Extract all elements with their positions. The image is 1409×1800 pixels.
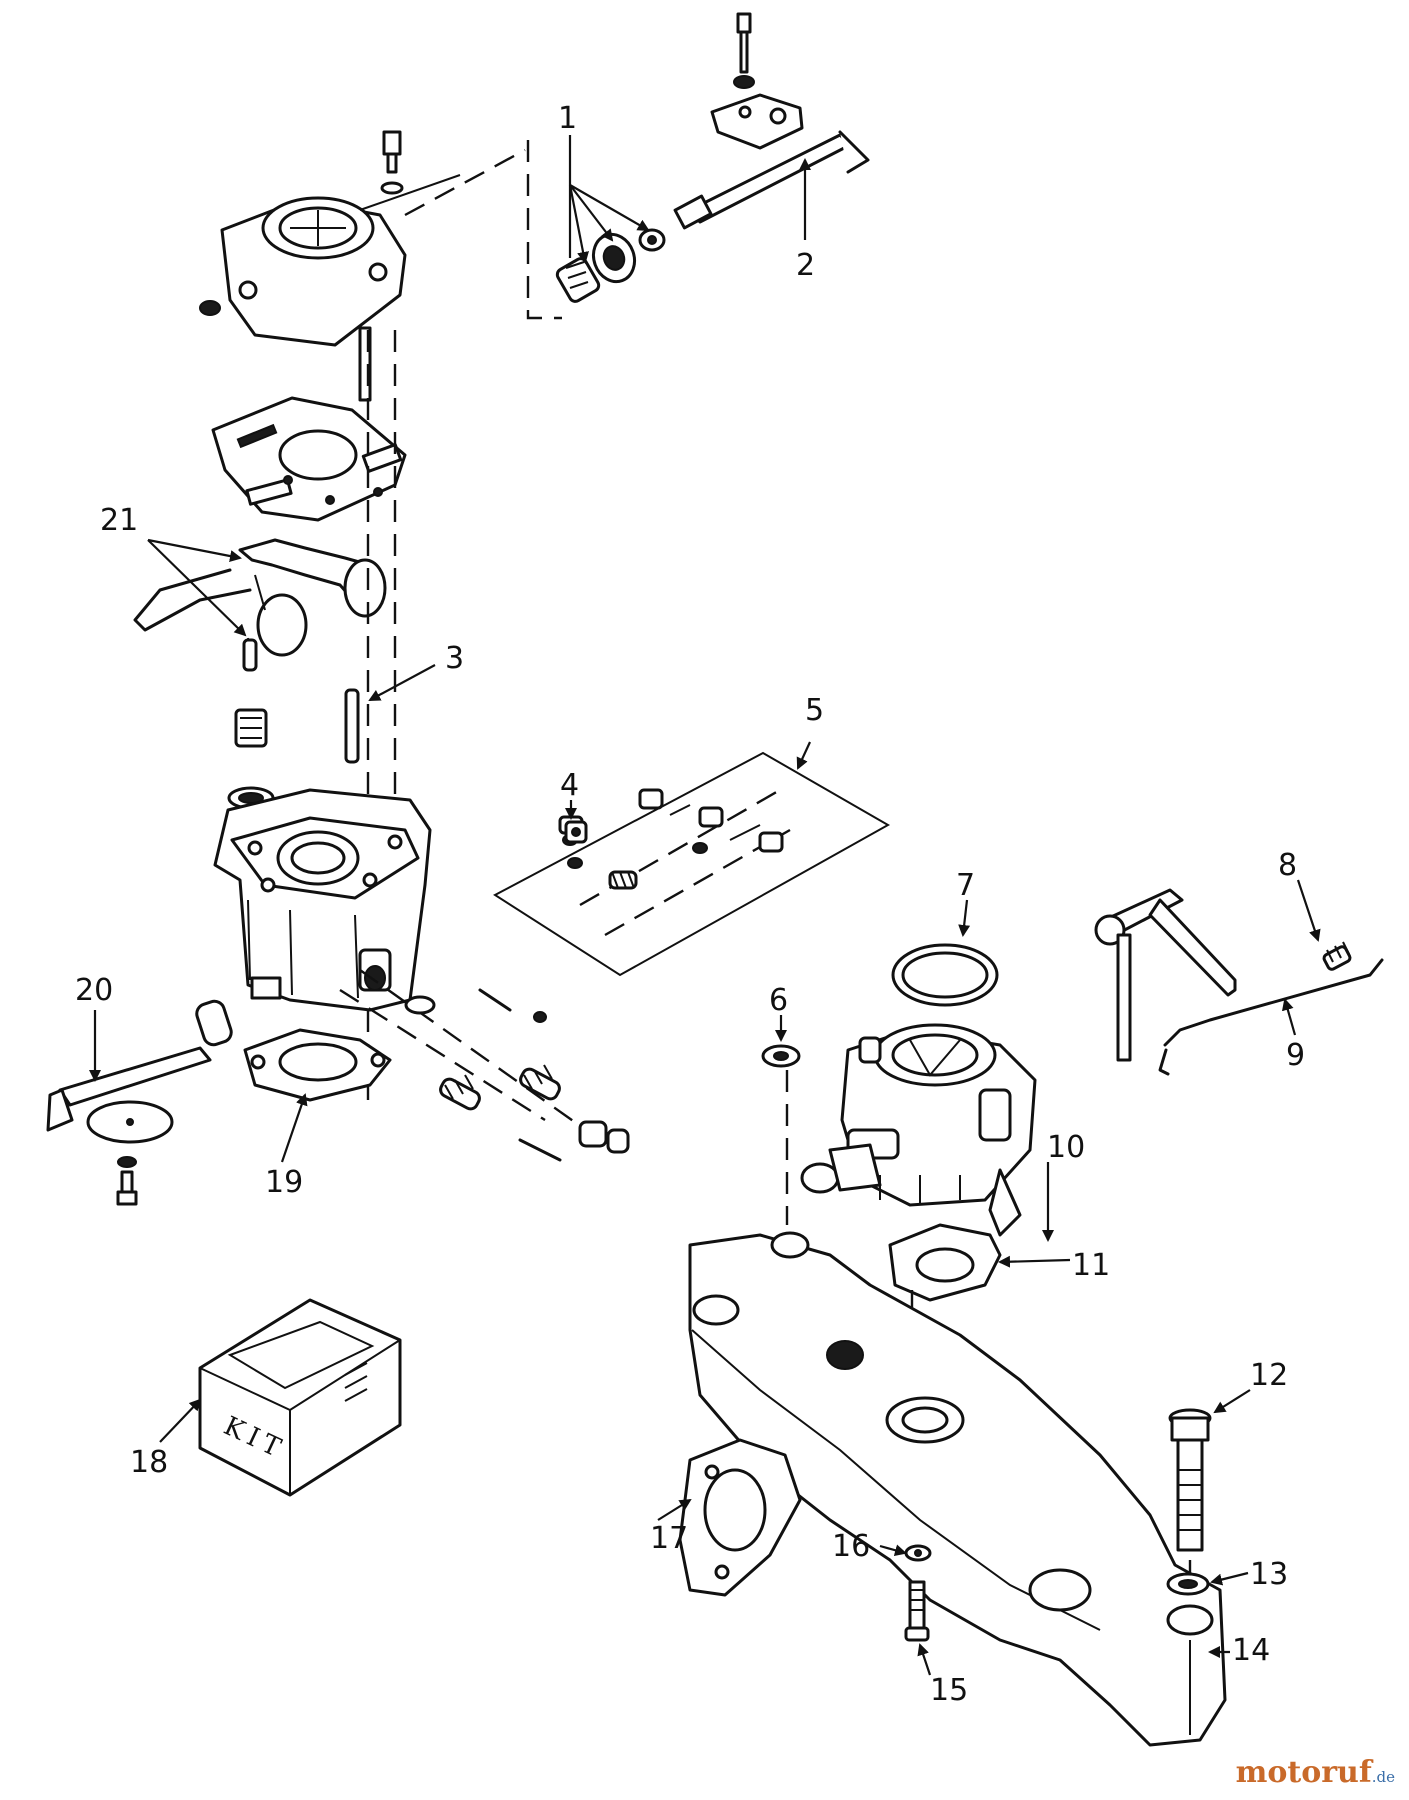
callout-10: 10 [1047,1130,1085,1165]
base-gasket [243,1028,392,1102]
watermark-brand: motoruf [1235,1755,1372,1790]
washer-16 [904,1544,932,1562]
bolt-15 [904,1580,930,1642]
callout-12: 12 [1250,1358,1288,1393]
bolt-12 [1168,1408,1212,1552]
callout-7: 7 [956,868,975,903]
air-horn-gasket [211,396,407,522]
exhaust-gasket [678,1438,802,1597]
callout-19: 19 [265,1165,303,1200]
callout-8: 8 [1278,848,1297,883]
callout-1: 1 [558,101,577,136]
callout-17: 17 [650,1521,688,1556]
watermark-tld: .de [1371,1768,1395,1786]
jet-4 [564,820,588,844]
washer-6 [761,1044,801,1068]
intake-manifold [688,1231,1227,1747]
idle-screws [339,969,630,1162]
choke-spring-set [555,228,666,303]
air-horn-screw [380,130,404,195]
carb-mounting-gasket [888,1223,1002,1302]
callout-6: 6 [769,983,788,1018]
callout-20: 20 [75,973,113,1008]
leader-lines [89,135,1321,1676]
float-assembly [133,538,387,810]
callout-9: 9 [1286,1038,1305,1073]
choke-lever [673,12,870,230]
callout-4: 4 [560,768,579,803]
callout-15: 15 [930,1673,968,1708]
callout-5: 5 [805,693,824,728]
watermark: motoruf.de [1236,1755,1395,1790]
callout-18: 18 [130,1445,168,1480]
carburetor-assembled [800,943,1037,1237]
choke-linkage [1094,888,1384,1076]
callout-11: 11 [1072,1248,1110,1283]
callout-2: 2 [796,248,815,283]
callout-21: 21 [100,503,138,538]
repair-kit-box: KIT [198,1298,402,1497]
callout-3: 3 [445,641,464,676]
callout-14: 14 [1232,1633,1270,1668]
callout-16: 16 [832,1529,870,1564]
washer-13 [1166,1572,1210,1596]
jet-kit-card [493,751,891,977]
throttle-shaft [46,999,233,1206]
callout-13: 13 [1250,1557,1288,1592]
carburetor-main-body [213,788,432,1012]
air-horn-assembly [199,130,562,347]
